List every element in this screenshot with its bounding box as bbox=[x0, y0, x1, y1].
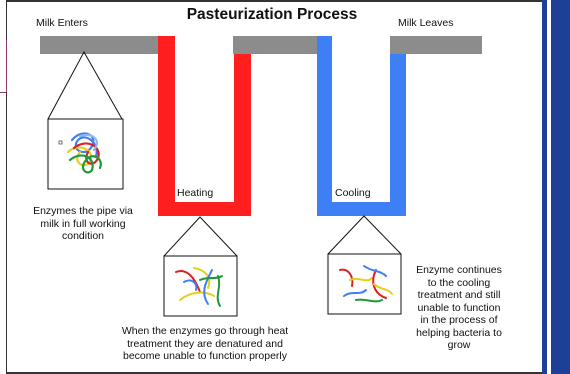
caption-line: milk in full working bbox=[40, 217, 126, 230]
callout-cool-box bbox=[327, 253, 402, 315]
pipe-inlet bbox=[40, 36, 158, 54]
pipe-middle bbox=[233, 36, 319, 54]
caption-line: unable to function bbox=[417, 301, 501, 314]
right-frame-bar bbox=[542, 0, 570, 374]
heating-pipe-bottom bbox=[158, 202, 251, 216]
callout-enzymes-start-box bbox=[47, 118, 124, 190]
enzyme-start-marker bbox=[58, 140, 63, 145]
caption-heat-treatment: When the enzymes go through heat treatme… bbox=[105, 325, 305, 363]
heating-pipe-up bbox=[234, 54, 251, 216]
diagram-title: Pasteurization Process bbox=[186, 6, 358, 23]
denatured-enzymes-cool-icon bbox=[339, 265, 393, 303]
side-marker-vertical bbox=[6, 40, 7, 92]
caption-cooling-treatment: Enzyme continues to the cooling treatmen… bbox=[400, 264, 518, 352]
side-marker-horizontal bbox=[0, 92, 6, 93]
pipe-outlet bbox=[390, 36, 482, 54]
caption-line: in the process of bbox=[420, 314, 498, 326]
cooling-pipe-up bbox=[390, 54, 406, 216]
caption-line: condition bbox=[61, 230, 105, 242]
milk-enters-label: Milk Enters bbox=[36, 17, 88, 29]
right-frame-stripe bbox=[547, 0, 551, 374]
frame-top-border bbox=[6, 0, 542, 2]
heating-pipe-down bbox=[158, 36, 175, 216]
callout-cool-pointer bbox=[327, 215, 402, 255]
callout-heat-box bbox=[163, 255, 238, 317]
heating-label: Heating bbox=[177, 187, 214, 199]
caption-line: to the cooling bbox=[427, 276, 491, 289]
denatured-enzymes-heat-icon bbox=[175, 267, 223, 307]
caption-line: become unable to function properly bbox=[122, 350, 288, 362]
callout-heat-pointer bbox=[163, 216, 238, 257]
callout-enzymes-start-pointer bbox=[47, 50, 123, 120]
caption-line: Enzymes the pipe via bbox=[33, 205, 133, 217]
caption-enzymes-start: Enzymes the pipe via milk in full workin… bbox=[28, 205, 138, 243]
caption-line: helping bacteria to bbox=[416, 326, 502, 339]
cooling-label: Cooling bbox=[335, 187, 371, 199]
caption-line: When the enzymes go through heat bbox=[121, 325, 289, 337]
frame-bottom-border bbox=[6, 372, 542, 374]
milk-leaves-label: Milk Leaves bbox=[398, 17, 454, 29]
enzyme-tangle-icon bbox=[66, 132, 102, 174]
caption-line: grow bbox=[447, 339, 471, 351]
caption-line: Enzyme continues bbox=[416, 264, 502, 276]
cooling-pipe-down bbox=[317, 36, 332, 216]
caption-line: treatment they are denatured and bbox=[127, 337, 283, 350]
cooling-pipe-bottom bbox=[317, 202, 406, 216]
frame-left-border bbox=[6, 0, 7, 374]
caption-line: treatment and still bbox=[417, 289, 501, 301]
